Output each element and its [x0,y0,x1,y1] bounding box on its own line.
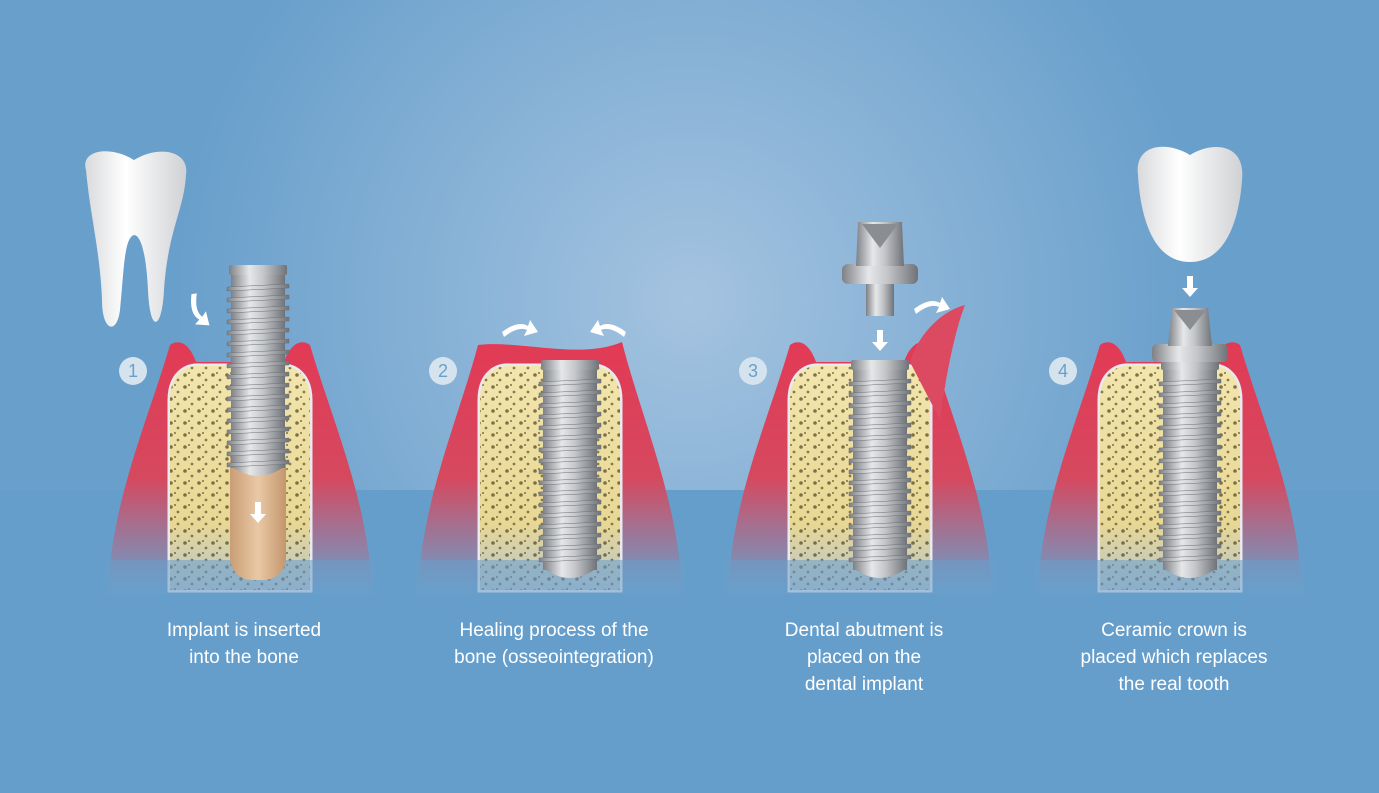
right-arrow-icon [502,320,538,337]
step-number-badge [119,357,147,385]
abutment [1152,308,1228,362]
caption-line: placed on the [806,647,922,668]
step-2-illustration: 2 [415,320,685,595]
ceramic-crown [1137,146,1243,262]
caption-line: bone (osseointegration) [454,647,654,668]
caption-line: Ceramic crown is [1101,620,1247,641]
curved-arrow-icon [191,293,210,326]
step-number-badge [429,357,457,385]
step-number-badge [739,357,767,385]
extracted-tooth [85,151,187,327]
caption-line: into the bone [189,647,299,668]
curved-arrow-icon [914,297,950,314]
step-1-caption: Implant is inserted into the bone [114,617,374,671]
caption-line: the real tooth [1118,674,1230,695]
step-4-illustration: 4 [1035,146,1305,595]
implant-screw [1158,360,1222,578]
step-3-illustration: 3 [725,222,995,595]
step-number: 4 [1058,361,1068,381]
left-arrow-icon [590,320,626,337]
step-number: 1 [128,361,138,381]
step-4-caption: Ceramic crown is placed which replaces the… [1044,617,1304,698]
step-number-badge [1049,357,1077,385]
implant-screw [226,265,290,476]
caption-line: Healing process of the [459,620,649,641]
step-number: 2 [438,361,448,381]
down-arrow-icon [872,330,888,351]
down-arrow-icon [1182,276,1198,297]
caption-line: dental implant [804,674,924,695]
caption-line: Implant is inserted [166,620,322,641]
abutment [842,222,918,316]
step-number: 3 [748,361,758,381]
step-3-caption: Dental abutment is placed on the dental im… [734,617,994,698]
caption-line: Dental abutment is [784,620,944,641]
implant-screw [848,360,912,578]
caption-line: placed which replaces [1080,647,1268,668]
gum-flap [910,305,965,420]
implant-screw [538,360,602,578]
step-2-caption: Healing process of the bone (osseointegra… [424,617,684,671]
step-1-illustration: 1 [85,151,375,595]
down-arrow-icon [250,502,266,523]
